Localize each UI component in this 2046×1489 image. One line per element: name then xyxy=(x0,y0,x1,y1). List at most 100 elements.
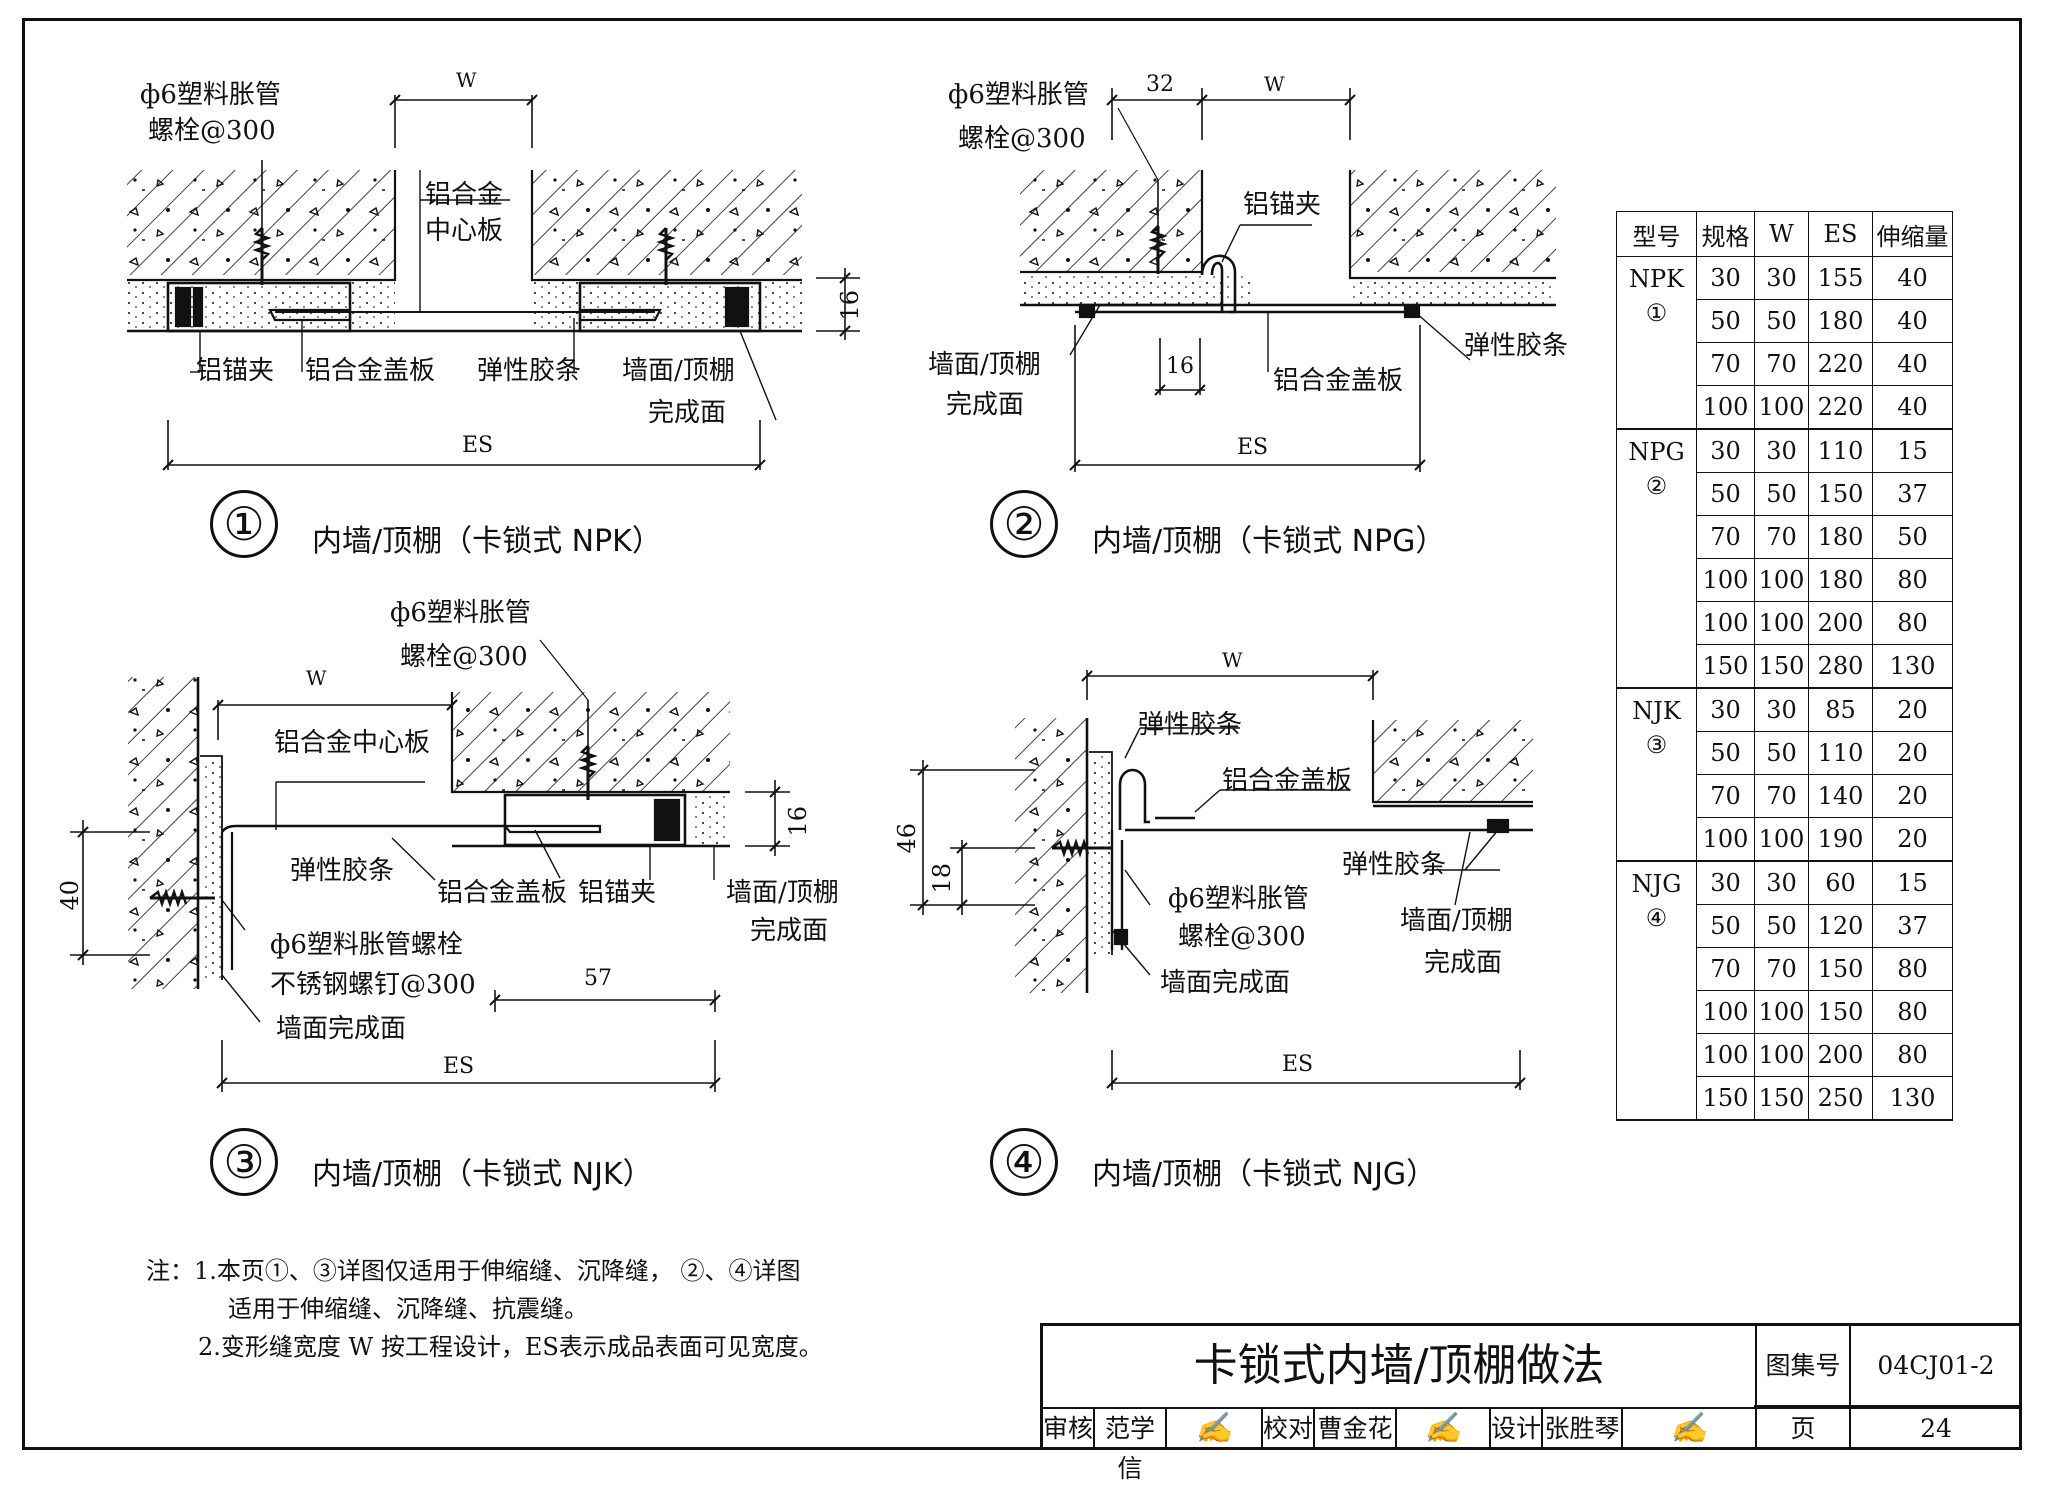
spec-movement-cell: 40 xyxy=(1872,385,1953,430)
spec-movement-cell: 80 xyxy=(1872,558,1953,602)
spec-movement-cell: 40 xyxy=(1872,256,1953,300)
d3-dim-40: 40 xyxy=(56,880,84,911)
spec-movement-cell: 80 xyxy=(1872,601,1953,645)
d1-center-label-2: 中心板 xyxy=(425,216,504,246)
spec-w-cell: 100 xyxy=(1754,1033,1809,1077)
spec-w-cell: 100 xyxy=(1754,817,1809,862)
spec-size-cell: 30 xyxy=(1696,428,1755,473)
drawing-frame xyxy=(22,18,2022,1450)
spec-movement-cell: 130 xyxy=(1872,644,1953,689)
spec-movement-cell: 50 xyxy=(1872,515,1953,559)
notes-prefix: 注： xyxy=(146,1257,194,1285)
checker-signature: ✍ xyxy=(1397,1409,1491,1450)
spec-size-cell: 50 xyxy=(1696,731,1755,775)
spec-w-cell: 30 xyxy=(1754,256,1809,300)
note-1a: 1.本页①、③详图仅适用于伸缩缝、沉降缝， ②、④详图 xyxy=(194,1257,801,1285)
d2-finish-label-2: 完成面 xyxy=(946,390,1025,420)
spec-es-cell: 140 xyxy=(1808,774,1873,818)
d2-bolt-label-1: ф6塑料胀管 xyxy=(948,80,1089,110)
d2-w-label: W xyxy=(1264,72,1285,96)
spec-es-cell: 110 xyxy=(1808,731,1873,775)
designer-signature: ✍ xyxy=(1623,1409,1757,1450)
detail-1-caption: 内墙/顶棚（卡锁式 NPK） xyxy=(312,524,662,559)
spec-w-cell: 50 xyxy=(1754,299,1809,343)
d3-dim-57: 57 xyxy=(584,966,612,991)
d1-dim-16: 16 xyxy=(836,290,864,321)
d4-w-label: W xyxy=(1222,648,1243,672)
header-spec: 规格 xyxy=(1696,211,1755,257)
spec-w-cell: 70 xyxy=(1754,515,1809,559)
spec-w-cell: 30 xyxy=(1754,428,1809,473)
spec-es-cell: 200 xyxy=(1808,601,1873,645)
detail-1-drawing xyxy=(127,94,860,471)
spec-es-cell: 150 xyxy=(1808,472,1873,516)
reviewer-name: 范学信 xyxy=(1095,1409,1167,1483)
spec-size-cell: 30 xyxy=(1696,256,1755,300)
spec-w-cell: 100 xyxy=(1754,990,1809,1034)
d1-bolt-label-1: ф6塑料胀管 xyxy=(140,80,281,110)
spec-es-cell: 180 xyxy=(1808,515,1873,559)
spec-movement-cell: 80 xyxy=(1872,990,1953,1034)
d1-es-label: ES xyxy=(462,433,494,458)
d2-anchor-label: 铝锚夹 xyxy=(1243,190,1322,220)
check-label: 校对 xyxy=(1263,1409,1315,1450)
spec-size-cell: 100 xyxy=(1696,990,1755,1034)
d1-bolt-label-2: 螺栓@300 xyxy=(148,116,276,146)
spec-movement-cell: 80 xyxy=(1872,1033,1953,1077)
d3-dim-16: 16 xyxy=(784,806,812,837)
spec-size-cell: 150 xyxy=(1696,644,1755,689)
d1-anchor-label: 铝锚夹 xyxy=(196,356,275,386)
spec-size-cell: 30 xyxy=(1696,687,1755,732)
spec-size-cell: 100 xyxy=(1696,558,1755,602)
spec-es-cell: 150 xyxy=(1808,947,1873,991)
spec-w-cell: 70 xyxy=(1754,342,1809,386)
d2-es-label: ES xyxy=(1237,435,1269,460)
d1-cover-label: 铝合金盖板 xyxy=(305,356,436,386)
detail-2-caption: 内墙/顶棚（卡锁式 NPG） xyxy=(1092,524,1446,559)
spec-type: NJG xyxy=(1631,870,1682,898)
d3-side-bolt-label-2: 不锈钢螺钉@300 xyxy=(270,970,476,1000)
d4-finish-label-1: 墙面/顶棚 xyxy=(1400,906,1513,936)
spec-table-header: 型号 规格 W ES 伸缩量 xyxy=(1616,211,1953,257)
d3-w-label: W xyxy=(306,666,327,690)
spec-w-cell: 150 xyxy=(1754,644,1809,689)
spec-es-cell: 85 xyxy=(1808,687,1873,732)
detail-3-number: ③ xyxy=(210,1128,278,1196)
d3-wall-finish-label: 墙面完成面 xyxy=(276,1014,407,1044)
spec-w-cell: 50 xyxy=(1754,731,1809,775)
d2-dim-32: 32 xyxy=(1146,72,1174,97)
d3-finish-label-1: 墙面/顶棚 xyxy=(726,878,839,908)
d2-rubber-label: 弹性胶条 xyxy=(1464,331,1569,361)
spec-movement-cell: 15 xyxy=(1872,860,1953,905)
header-type: 型号 xyxy=(1616,211,1697,257)
reviewer-signature-mark: ✍ xyxy=(1195,1411,1233,1446)
spec-size-cell: 50 xyxy=(1696,299,1755,343)
d4-cover-label: 铝合金盖板 xyxy=(1222,766,1353,796)
spec-es-cell: 110 xyxy=(1808,428,1873,473)
spec-w-cell: 150 xyxy=(1754,1076,1809,1121)
spec-size-cell: 100 xyxy=(1696,1033,1755,1077)
detail-1-number: ① xyxy=(210,490,278,558)
page-number: 24 xyxy=(1920,1414,1952,1443)
d3-cover-label: 铝合金盖板 xyxy=(437,878,568,908)
spec-es-cell: 220 xyxy=(1808,342,1873,386)
spec-movement-cell: 20 xyxy=(1872,817,1953,862)
detail-2-number: ② xyxy=(990,490,1058,558)
atlas-label: 图集号 xyxy=(1757,1326,1851,1409)
d4-wall-finish-label: 墙面完成面 xyxy=(1160,968,1291,998)
d1-rubber-label: 弹性胶条 xyxy=(477,356,582,386)
